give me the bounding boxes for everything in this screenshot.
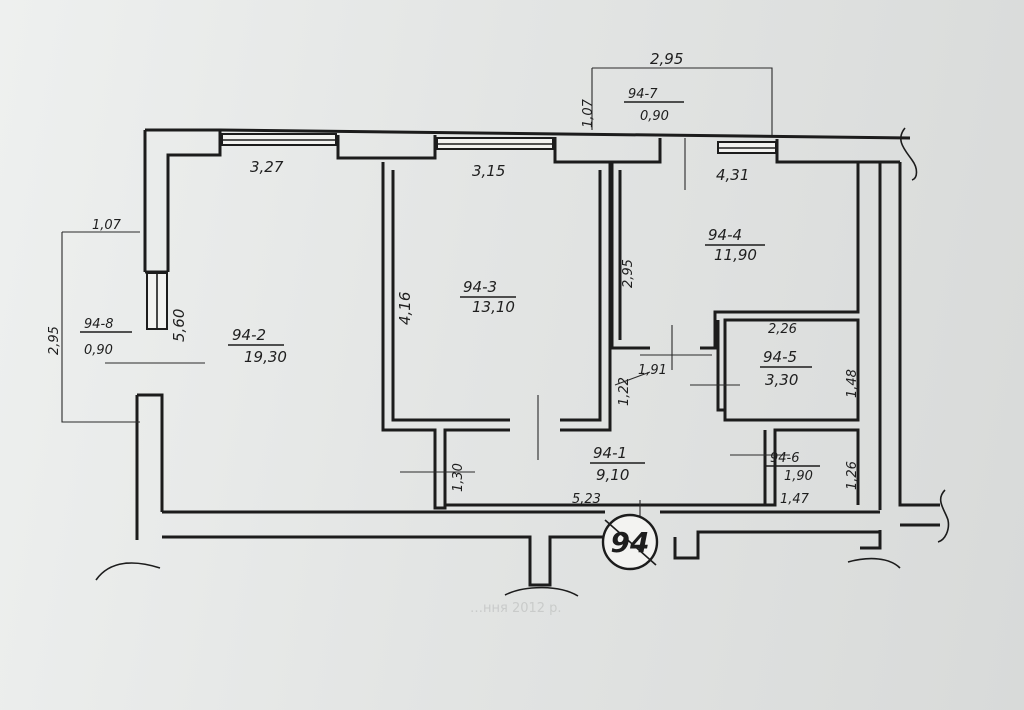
dim-r4-top: 4,31 [716, 166, 749, 184]
room-label-94-7: 94-7 0,90 [624, 87, 684, 124]
svg-text:94-8: 94-8 [84, 317, 114, 332]
dim-r5-top: 2,26 [768, 322, 797, 337]
room-label-94-3: 94-3 13,10 [460, 278, 516, 316]
room-label-94-1: 94-1 9,10 [590, 444, 645, 484]
apartment-stamp: 94 [601, 513, 659, 571]
dim-r4-side: 2,95 [621, 259, 636, 288]
outer-walls [135, 128, 940, 587]
dimension-labels: 2,95 1,07 3,27 3,15 4,31 2,95 4,16 5,60 … [47, 50, 860, 507]
room-label-94-4: 94-4 11,90 [705, 226, 765, 264]
interior-walls [381, 162, 860, 510]
dim-r3-side: 4,16 [396, 292, 414, 325]
svg-text:0,90: 0,90 [640, 109, 669, 124]
svg-text:9,10: 9,10 [596, 466, 629, 484]
windows [146, 133, 777, 330]
dim-balcony-top-depth: 1,07 [581, 98, 596, 128]
apartment-number: 94 [611, 526, 650, 559]
dim-r2-side: 5,60 [170, 309, 188, 342]
dim-r5-side: 1,48 [845, 369, 860, 398]
svg-text:94-4: 94-4 [708, 226, 742, 244]
dim-r1-small-side: 1,30 [451, 463, 466, 492]
svg-text:3,30: 3,30 [765, 371, 798, 389]
svg-text:94-7: 94-7 [628, 87, 658, 102]
dim-r3-top: 3,15 [472, 162, 505, 180]
svg-text:94-3: 94-3 [463, 278, 497, 296]
dim-r1-corridor-side: 1,22 [617, 377, 632, 406]
dim-r1-corridor-top: 1,91 [638, 363, 667, 378]
room-label-94-8: 94-8 0,90 [80, 317, 132, 358]
svg-text:1,90: 1,90 [784, 469, 813, 484]
svg-text:0,90: 0,90 [84, 343, 113, 358]
dim-r6-side: 1,26 [845, 461, 860, 490]
break-marks [95, 127, 950, 597]
dim-balcony-left-width: 1,07 [92, 218, 122, 233]
svg-text:19,30: 19,30 [244, 348, 287, 366]
svg-text:94-2: 94-2 [232, 326, 266, 344]
dim-balcony-left-depth: 2,95 [47, 326, 62, 355]
room-label-94-2: 94-2 19,30 [228, 326, 287, 366]
svg-text:94-6: 94-6 [770, 451, 800, 466]
dim-r1-bottom: 5,23 [572, 492, 601, 507]
dimension-lines [61, 67, 790, 540]
dim-r2-top: 3,27 [250, 158, 284, 176]
faint-note: …ння 2012 р. [470, 601, 562, 616]
room-label-94-5: 94-5 3,30 [760, 348, 812, 389]
svg-text:11,90: 11,90 [714, 246, 757, 264]
dim-r6-bottom: 1,47 [780, 492, 810, 507]
svg-text:13,10: 13,10 [472, 298, 515, 316]
svg-text:94-1: 94-1 [593, 444, 627, 462]
svg-text:94-5: 94-5 [763, 348, 797, 366]
room-label-94-6: 94-6 1,90 [766, 451, 820, 484]
dim-balcony-top-width: 2,95 [650, 50, 683, 68]
